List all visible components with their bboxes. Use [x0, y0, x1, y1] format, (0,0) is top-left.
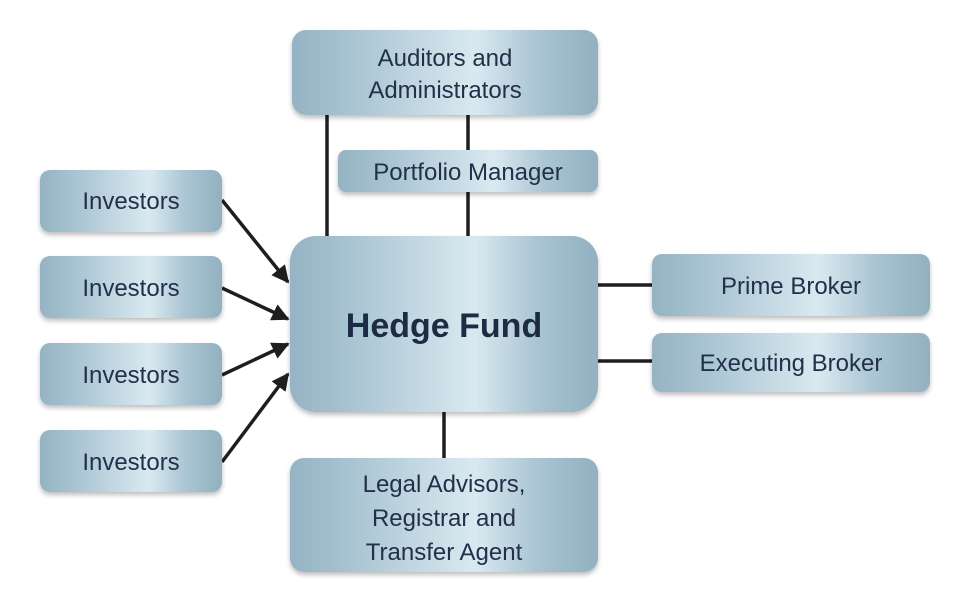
- investor-arrow-2: [221, 286, 290, 321]
- registrar-label: Registrar and: [372, 505, 516, 532]
- executing-broker-label: Executing Broker: [700, 350, 883, 377]
- legal-advisors-label: Legal Advisors,: [363, 471, 526, 498]
- prime-broker-label: Prime Broker: [721, 273, 861, 300]
- legal-box: Legal Advisors, Registrar and Transfer A…: [290, 458, 598, 572]
- investor-label: Investors: [82, 449, 179, 476]
- auditors-box: Auditors and Administrators: [292, 30, 598, 115]
- investor-box-3: Investors: [40, 343, 222, 405]
- prime-broker-box: Prime Broker: [652, 254, 930, 316]
- investor-label: Investors: [82, 188, 179, 215]
- investor-label: Investors: [82, 362, 179, 389]
- investor-box-2: Investors: [40, 256, 222, 318]
- investor-label: Investors: [82, 275, 179, 302]
- investor-box-4: Investors: [40, 430, 222, 492]
- administrators-label: Administrators: [368, 77, 521, 104]
- connectors: [220, 115, 652, 464]
- portfolio-manager-label: Portfolio Manager: [373, 159, 562, 186]
- investor-arrow-4: [220, 372, 290, 464]
- portfolio-manager-box: Portfolio Manager: [338, 150, 598, 192]
- hedge-fund-box: Hedge Fund: [290, 236, 598, 412]
- investor-box-1: Investors: [40, 170, 222, 232]
- hedge-fund-label: Hedge Fund: [346, 307, 542, 345]
- investor-arrow-1: [220, 198, 290, 284]
- executing-broker-box: Executing Broker: [652, 333, 930, 392]
- investor-arrow-3: [221, 342, 290, 377]
- auditors-label: Auditors and: [378, 45, 513, 72]
- transfer-agent-label: Transfer Agent: [366, 539, 523, 566]
